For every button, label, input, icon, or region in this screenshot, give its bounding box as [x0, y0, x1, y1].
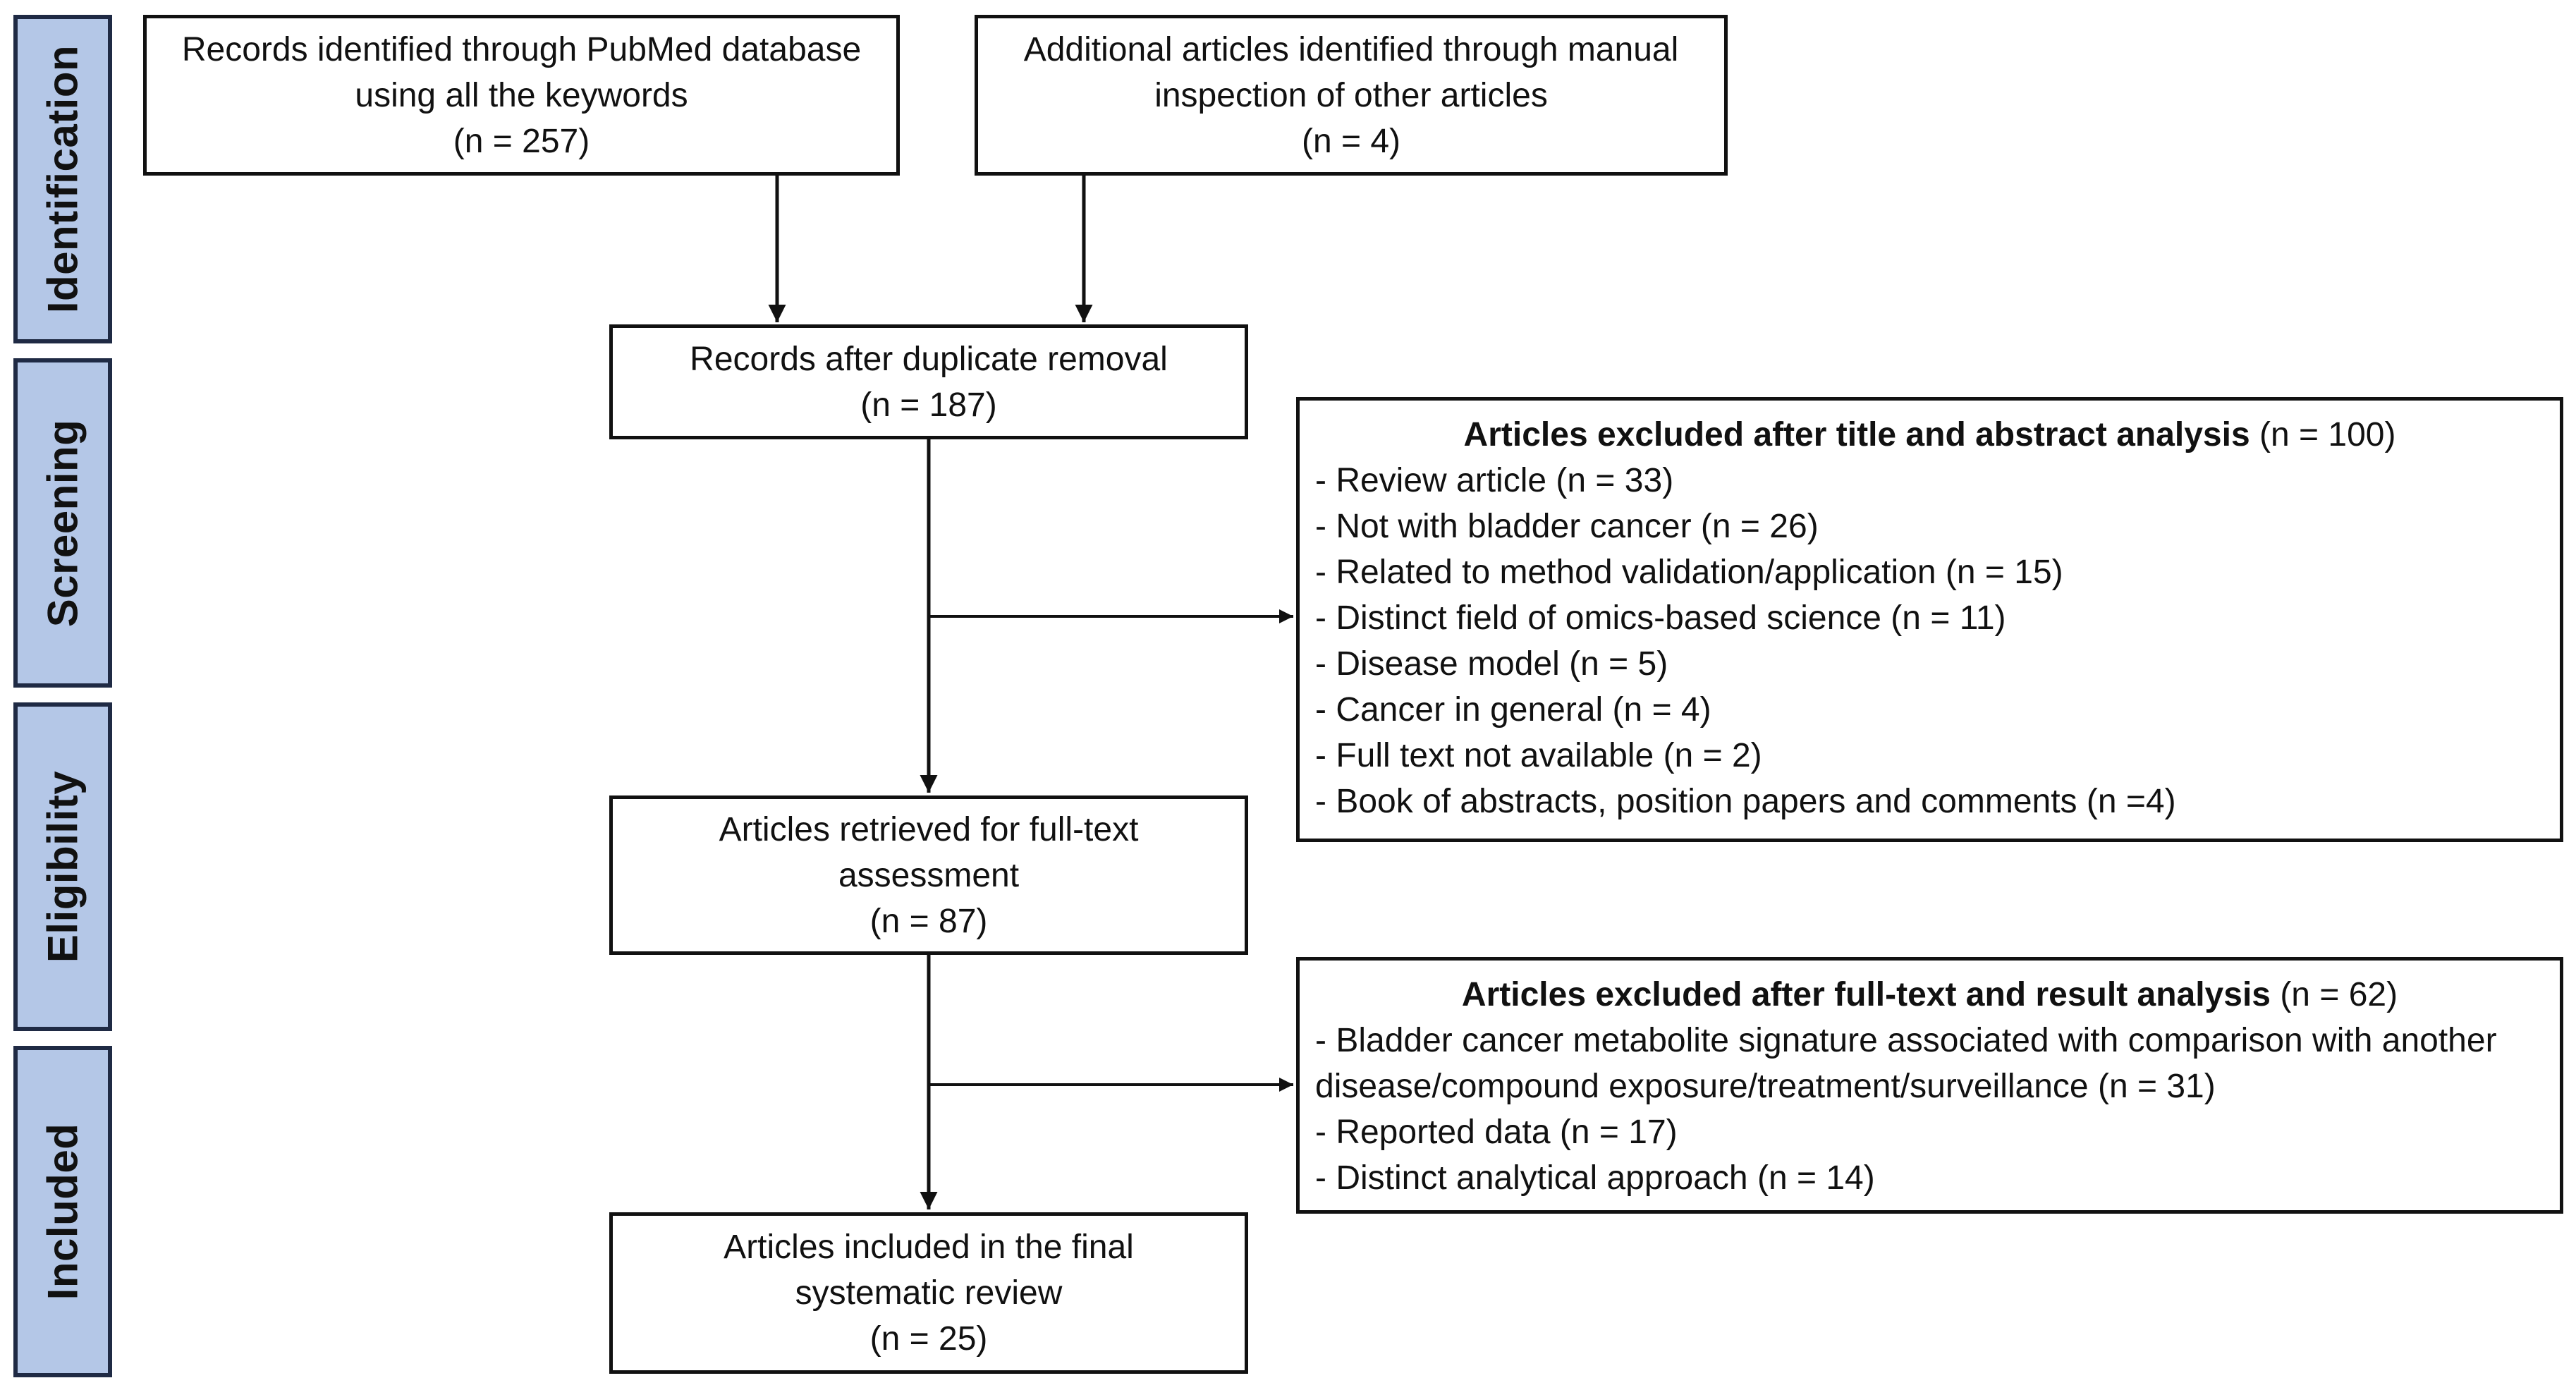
stage-eligibility: Eligibility: [13, 702, 112, 1031]
stage-included-label: Included: [39, 1123, 87, 1300]
exclusion-fulltext-item: - Distinct analytical approach (n = 14): [1315, 1159, 1875, 1197]
box-included-line-1: Articles included in the final: [724, 1229, 1134, 1266]
exclusion-title-abstract-box: Articles excluded after title and abstra…: [1296, 397, 2563, 842]
exclusion-fulltext-title: Articles excluded after full-text and re…: [1461, 976, 2271, 1013]
exclusion-title-abstract-item: - Related to method validation/applicati…: [1315, 554, 2063, 591]
box-included-count: (n = 25): [869, 1320, 988, 1358]
exclusion-title-abstract-item: - Not with bladder cancer (n = 26): [1315, 508, 1819, 545]
exclusion-title-abstract-item: - Full text not available (n = 2): [1315, 737, 1762, 774]
box-pubmed-line-2: using all the keywords: [355, 76, 688, 114]
box-fulltext-count: (n = 87): [869, 902, 988, 940]
exclusion-title-abstract-title: Articles excluded after title and abstra…: [1463, 416, 2250, 453]
box-pubmed-count: (n = 257): [453, 122, 590, 160]
exclusion-title-abstract-item: - Book of abstracts, position papers and…: [1315, 783, 2176, 820]
stage-identification-label: Identification: [39, 44, 87, 314]
exclusion-title-abstract-item: - Review article (n = 33): [1315, 462, 1674, 499]
exclusion-fulltext-item: - Reported data (n = 17): [1315, 1114, 1678, 1151]
box-pubmed-records: Records identified through PubMed databa…: [143, 15, 900, 176]
exclusion-title-abstract-count: (n = 100): [2250, 416, 2396, 453]
exclusion-fulltext-count: (n = 62): [2270, 976, 2398, 1013]
exclusion-title-abstract-header: Articles excluded after title and abstra…: [1315, 412, 2544, 458]
stage-included: Included: [13, 1046, 112, 1377]
exclusion-title-abstract-item: - Cancer in general (n = 4): [1315, 691, 1711, 728]
exclusion-title-abstract-item: - Distinct field of omics-based science …: [1315, 599, 2006, 637]
exclusion-title-abstract-item: - Disease model (n = 5): [1315, 645, 1668, 683]
box-dedup-line-1: Records after duplicate removal: [690, 340, 1168, 378]
stage-eligibility-label: Eligibility: [39, 770, 87, 963]
box-included-line-2: systematic review: [795, 1274, 1063, 1312]
box-duplicate-removal: Records after duplicate removal (n = 187…: [609, 324, 1248, 439]
box-fulltext-assessment: Articles retrieved for full-text assessm…: [609, 795, 1248, 955]
box-manual-count: (n = 4): [1301, 122, 1401, 160]
box-dedup-count: (n = 187): [860, 386, 997, 424]
box-manual-records: Additional articles identified through m…: [975, 15, 1728, 176]
box-fulltext-line-2: assessment: [838, 856, 1020, 894]
exclusion-fulltext-header: Articles excluded after full-text and re…: [1315, 972, 2544, 1018]
stage-screening-label: Screening: [39, 419, 87, 627]
box-manual-line-1: Additional articles identified through m…: [1023, 30, 1679, 68]
box-pubmed-line-1: Records identified through PubMed databa…: [181, 30, 862, 68]
exclusion-fulltext-box: Articles excluded after full-text and re…: [1296, 957, 2563, 1214]
exclusion-fulltext-item: - Bladder cancer metabolite signature as…: [1315, 1022, 2497, 1105]
stage-screening: Screening: [13, 358, 112, 688]
box-manual-line-2: inspection of other articles: [1154, 76, 1548, 114]
box-fulltext-line-1: Articles retrieved for full-text: [719, 810, 1139, 848]
stage-identification: Identification: [13, 15, 112, 343]
box-included-final: Articles included in the final systemati…: [609, 1212, 1248, 1374]
